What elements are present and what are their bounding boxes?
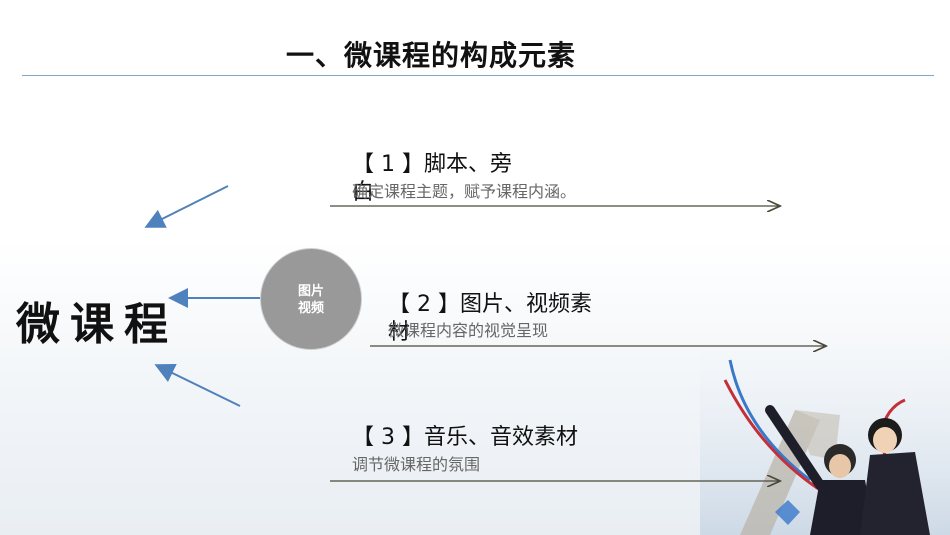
item-2-title-line-2: 材: [388, 320, 411, 345]
arrow-lower: [154, 364, 241, 407]
arrow-upper: [144, 185, 229, 228]
title-underline: [22, 75, 934, 76]
circle-label-line-1: 图片: [297, 284, 324, 299]
item-2-description: 微课程内容的视觉呈现: [388, 321, 549, 340]
item-2-title-line-1: 【 2 】图片、视频素: [388, 292, 592, 317]
vertical-label: 微课程: [16, 299, 178, 350]
item-3-description: 调节微课程的氛围: [352, 455, 481, 474]
circle-label: 图片 视频: [261, 283, 361, 317]
media-circle: 图片 视频: [261, 249, 361, 349]
item-1-description: 确定课程主题，赋予课程内涵。: [352, 182, 577, 201]
item-3-title: 【 3 】音乐、音效素材: [352, 425, 578, 450]
students-photo: [700, 340, 950, 535]
item-1-title-line-1: 【 1 】脚本、旁: [352, 152, 512, 177]
slide-title: 一、微课程的构成元素: [286, 39, 577, 72]
circle-label-line-2: 视频: [297, 301, 324, 316]
item-1-title-line-2: 白: [352, 180, 375, 205]
